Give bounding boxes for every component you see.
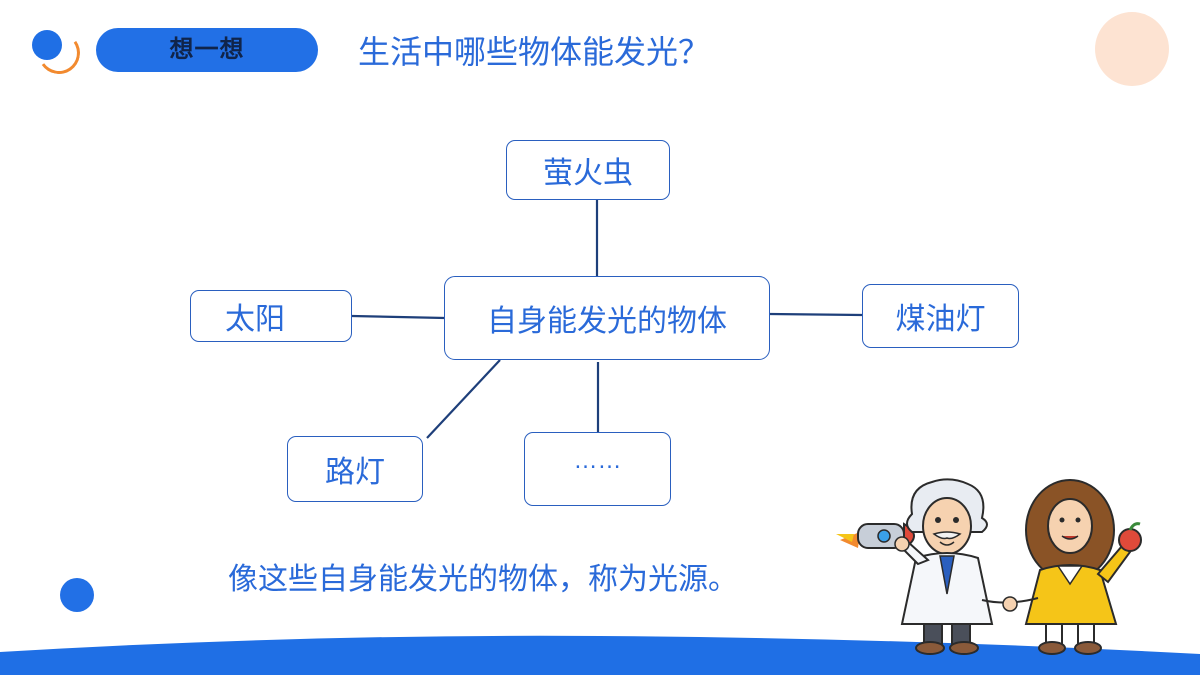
connector-right bbox=[769, 312, 863, 317]
apple-icon bbox=[1118, 528, 1142, 552]
caption: 像这些自身能发光的物体，称为光源。 bbox=[228, 563, 738, 596]
left-scientist bbox=[894, 478, 994, 655]
bottom-wave bbox=[0, 635, 1200, 675]
right-scientist bbox=[1024, 479, 1142, 655]
think-label: 想一想 bbox=[96, 28, 318, 72]
decorative-dot-bottom bbox=[60, 578, 94, 612]
node-sun: 太阳 bbox=[190, 290, 352, 342]
scientists-illustration bbox=[836, 478, 1142, 655]
node-center: 自身能发光的物体 bbox=[444, 276, 770, 360]
node-street-lamp: 路灯 bbox=[287, 436, 423, 502]
decorative-peach-circle bbox=[1095, 12, 1169, 86]
decorative-dot-top bbox=[32, 30, 62, 60]
rocket-icon bbox=[836, 522, 915, 550]
connector-bottom-left bbox=[426, 359, 501, 439]
node-firefly: 萤火虫 bbox=[506, 140, 670, 200]
node-ellipsis: …… bbox=[524, 432, 671, 506]
connector-left bbox=[351, 314, 446, 320]
node-kerosene-lamp: 煤油灯 bbox=[862, 284, 1019, 348]
question-title: 生活中哪些物体能发光？ bbox=[358, 34, 711, 70]
